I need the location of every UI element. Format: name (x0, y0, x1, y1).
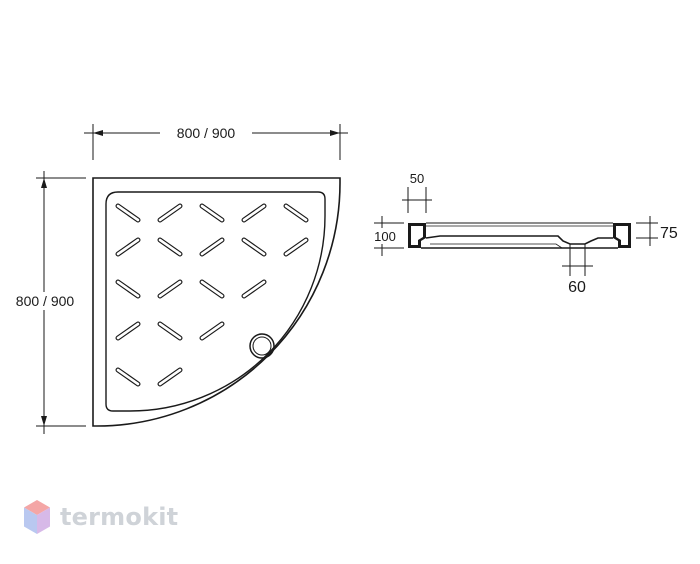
brand-name: termokit (60, 503, 179, 531)
rim-width-label: 50 (410, 171, 424, 186)
drain-width-label: 60 (568, 279, 586, 296)
tray-inner-outline (105, 191, 326, 412)
plan-view (36, 124, 348, 434)
anti-slip-rib-highlight (158, 280, 182, 298)
anti-slip-rib-highlight (242, 238, 266, 256)
anti-slip-rib-highlight (116, 368, 140, 386)
depth-label-bg (5, 292, 83, 310)
tray-outer-outline (92, 177, 341, 427)
anti-slip-rib-highlight (284, 204, 308, 222)
anti-slip-rib-highlight (116, 238, 140, 256)
drain-icon (249, 333, 275, 359)
anti-slip-rib-highlight (158, 204, 182, 222)
anti-slip-rib-highlight (242, 280, 266, 298)
width-label-bg (160, 124, 252, 142)
anti-slip-rib-highlight (116, 204, 140, 222)
width-dimension-label: 800 / 900 (177, 125, 236, 141)
watermark: termokit (22, 498, 178, 536)
anti-slip-rib-highlight (116, 280, 140, 298)
total-height-label-bg (368, 228, 402, 244)
section-basin-floor (425, 235, 613, 245)
section-view (374, 187, 658, 276)
anti-slip-rib-highlight (242, 204, 266, 222)
anti-slip-rib-highlight (158, 238, 182, 256)
inner-height-dimension (636, 216, 658, 246)
rim-width-dimension (402, 187, 432, 213)
depth-dimension-label: 800 / 900 (16, 293, 75, 309)
anti-slip-rib-highlight (284, 238, 308, 256)
anti-slip-rib-highlight (200, 322, 224, 340)
anti-slip-rib-highlight (158, 322, 182, 340)
anti-slip-rib-highlight (158, 368, 182, 386)
anti-slip-rib-highlight (200, 280, 224, 298)
drain-width-dimension (562, 244, 593, 276)
anti-slip-rib-highlight (200, 238, 224, 256)
anti-slip-ribs (115, 203, 309, 387)
anti-slip-rib-highlight (116, 322, 140, 340)
inner-height-label: 75 (660, 225, 678, 242)
termokit-logo-icon (24, 500, 50, 534)
anti-slip-rib-highlight (200, 204, 224, 222)
total-height-label: 100 (374, 229, 396, 244)
